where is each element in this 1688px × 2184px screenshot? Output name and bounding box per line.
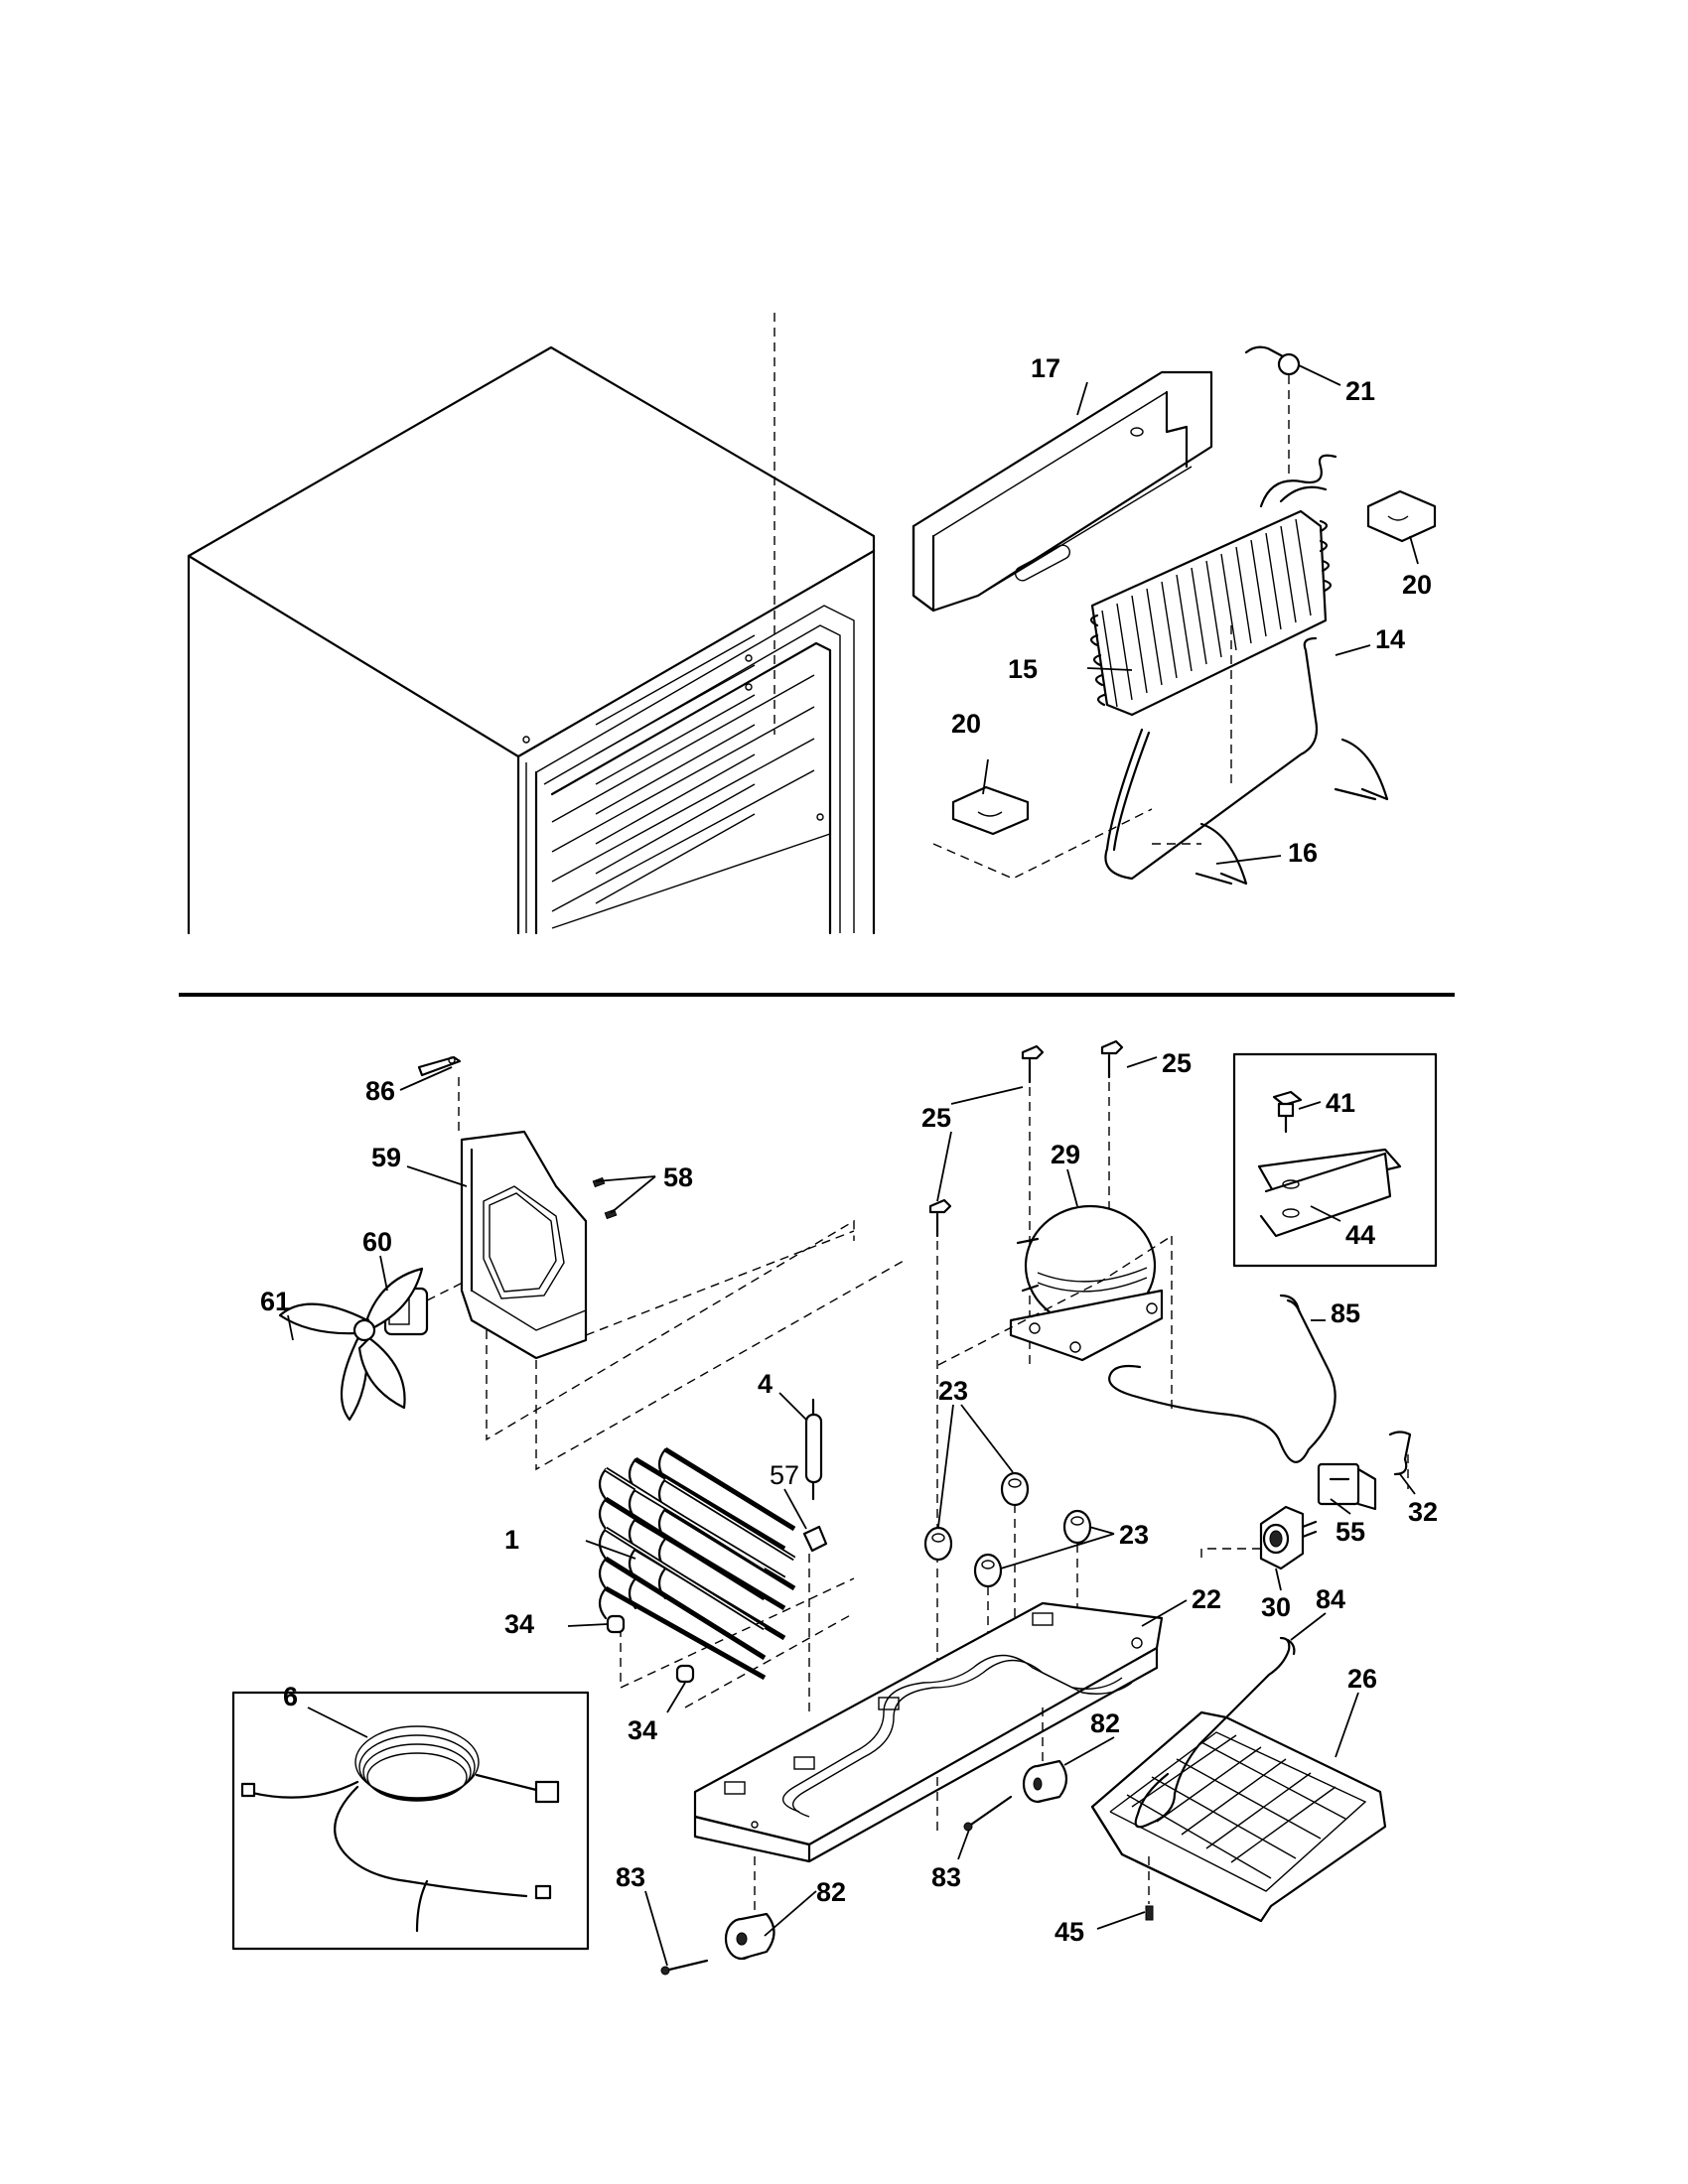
- screws-58: [592, 1175, 656, 1220]
- power-cord-inset: [231, 1691, 590, 1951]
- accumulator-cap: [1244, 345, 1301, 477]
- bracket-86: [417, 1055, 462, 1137]
- callout-41: 41: [1326, 1088, 1355, 1118]
- cabinet-outline: [187, 313, 876, 935]
- drain-pan-grid: [1126, 1734, 1346, 1879]
- callout-23-lower: 23: [1119, 1520, 1149, 1550]
- bracket-inset: [1232, 1052, 1438, 1268]
- fan-shroud: [460, 1130, 588, 1360]
- callout-34-lower: 34: [628, 1715, 657, 1745]
- condenser-coil: [598, 1446, 855, 1708]
- callout-82-left: 82: [816, 1877, 846, 1907]
- callout-20-lower: 20: [951, 709, 981, 739]
- callout-83-left: 83: [616, 1862, 645, 1892]
- bracket-44: [1257, 1148, 1402, 1238]
- callout-82-right: 82: [1090, 1708, 1120, 1738]
- relay: [1259, 1505, 1318, 1570]
- callout-83-right: 83: [931, 1862, 961, 1892]
- discharge-tube: [1108, 1294, 1336, 1463]
- callout-30: 30: [1261, 1592, 1291, 1622]
- callout-29: 29: [1051, 1140, 1080, 1169]
- callout-4: 4: [758, 1369, 773, 1399]
- cabinet-shelf-rails: [551, 634, 815, 912]
- feet-82: [724, 1707, 1068, 1961]
- callout-61: 61: [260, 1287, 290, 1316]
- condenser-tubes: [604, 1446, 796, 1681]
- callout-14: 14: [1375, 624, 1405, 654]
- callout-25-left: 25: [921, 1103, 951, 1133]
- callout-44: 44: [1345, 1220, 1375, 1250]
- callout-57: 57: [770, 1460, 799, 1490]
- grommets: [923, 1471, 1092, 1658]
- fan-blade: [278, 1267, 424, 1422]
- compressor: [937, 1204, 1173, 1410]
- bolt-41: [1272, 1090, 1303, 1134]
- wire-clip-32: [1388, 1431, 1412, 1489]
- callout-32: 32: [1408, 1497, 1438, 1527]
- pad-lower: [932, 785, 1153, 880]
- evaporator-cover: [912, 370, 1213, 613]
- evaporator-tube-ends: [1089, 519, 1333, 707]
- pad-upper: [1366, 489, 1437, 543]
- condenser-tube-highlights: [605, 1468, 795, 1629]
- callout-23-upper: 23: [938, 1376, 968, 1406]
- clip-57: [802, 1525, 828, 1717]
- screw-45: [1145, 1856, 1154, 1921]
- callout-16: 16: [1288, 838, 1318, 868]
- callout-21: 21: [1345, 376, 1375, 406]
- callout-22: 22: [1192, 1584, 1221, 1614]
- callout-84: 84: [1316, 1584, 1345, 1614]
- callout-59: 59: [371, 1143, 401, 1172]
- callout-86: 86: [365, 1076, 395, 1106]
- drain-pan: [1090, 1636, 1387, 1923]
- callout-60: 60: [362, 1227, 392, 1257]
- callout-85: 85: [1331, 1298, 1360, 1328]
- callout-15: 15: [1008, 654, 1038, 684]
- callout-1: 1: [504, 1525, 519, 1555]
- evaporator-coil: [1089, 454, 1337, 717]
- drain-tube: [1104, 625, 1319, 881]
- callout-34-upper: 34: [504, 1609, 534, 1639]
- callout-20-upper: 20: [1402, 570, 1432, 600]
- callout-55: 55: [1336, 1517, 1365, 1547]
- callout-58: 58: [663, 1162, 693, 1192]
- callout-25-right: 25: [1162, 1048, 1192, 1078]
- tube-clips: [1152, 738, 1389, 886]
- callout-26: 26: [1347, 1664, 1377, 1694]
- callout-17: 17: [1031, 353, 1060, 383]
- callout-6: 6: [283, 1682, 298, 1711]
- overload-protector: [1317, 1462, 1377, 1511]
- screws-83: [660, 1795, 1013, 1976]
- callout-45: 45: [1055, 1917, 1084, 1947]
- drier: [804, 1398, 823, 1501]
- base-plate: [693, 1601, 1164, 1863]
